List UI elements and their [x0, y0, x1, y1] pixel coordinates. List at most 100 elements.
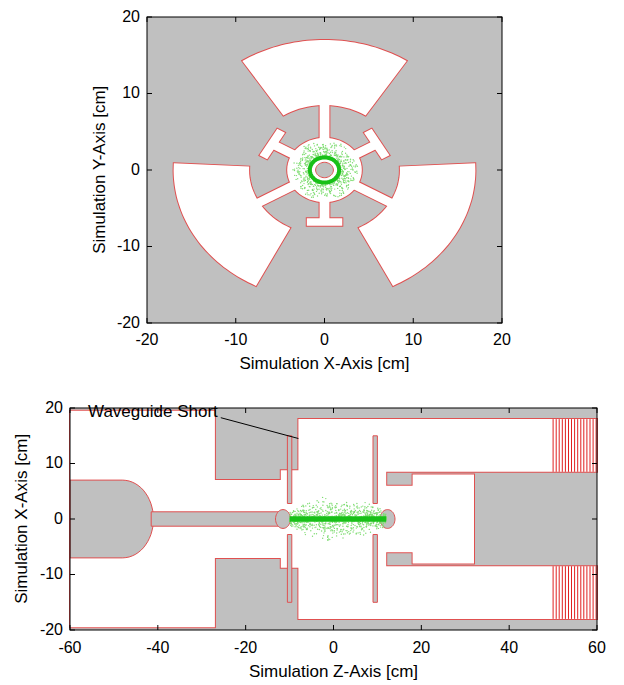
electron-particle: [292, 525, 293, 526]
electron-particle: [369, 504, 370, 505]
electron-particle: [325, 151, 326, 152]
cavity-region: [281, 470, 386, 568]
electron-particle: [294, 175, 295, 176]
electron-particle: [339, 192, 340, 193]
electron-particle: [383, 523, 384, 524]
tick-mark: [324, 318, 325, 323]
electron-particle: [307, 160, 308, 161]
electron-particle: [377, 524, 378, 525]
electron-particle: [341, 178, 342, 179]
electron-particle: [299, 163, 300, 164]
tick-mark: [592, 408, 597, 409]
absorber-hatch: [574, 419, 575, 472]
electron-particle: [307, 190, 308, 191]
electron-particle: [376, 528, 377, 529]
electron-particle: [296, 168, 297, 169]
electron-particle: [383, 522, 384, 523]
electron-particle: [311, 157, 312, 158]
tick-mark: [235, 318, 236, 323]
electron-particle: [304, 168, 305, 169]
tick-label: 20: [412, 639, 430, 657]
tick-mark: [147, 318, 148, 323]
electron-particle: [333, 184, 334, 185]
electron-particle: [359, 526, 360, 527]
tick-mark: [69, 408, 70, 413]
electron-particle: [344, 533, 345, 534]
electron-particle: [316, 505, 317, 506]
electron-particle: [380, 526, 381, 527]
electron-particle: [329, 149, 330, 150]
electron-particle: [350, 180, 351, 181]
electron-particle: [380, 514, 381, 515]
electron-particle: [350, 527, 351, 528]
electron-particle: [343, 166, 344, 167]
electron-particle: [356, 506, 357, 507]
electron-particle: [341, 505, 342, 506]
electron-particle: [346, 186, 347, 187]
electron-particle: [338, 509, 339, 510]
electron-particle: [315, 185, 316, 186]
electron-particle: [297, 169, 298, 170]
electron-particle: [298, 513, 299, 514]
electron-particle: [356, 171, 357, 172]
electron-particle: [319, 508, 320, 509]
electron-particle: [379, 522, 380, 523]
electron-particle: [327, 195, 328, 196]
electron-particle: [341, 193, 342, 194]
electron-particle: [306, 166, 307, 167]
absorber-hatch: [568, 566, 569, 619]
electron-particle: [330, 530, 331, 531]
electron-particle: [294, 168, 295, 169]
electron-particle: [378, 528, 379, 529]
electron-particle: [344, 178, 345, 179]
electron-particle: [330, 154, 331, 155]
electron-particle: [385, 514, 386, 515]
electron-particle: [301, 522, 302, 523]
electron-particle: [353, 159, 354, 160]
electron-particle: [320, 527, 321, 528]
electron-particle: [330, 143, 331, 144]
electron-particle: [344, 510, 345, 511]
electron-particle: [322, 185, 323, 186]
electron-particle: [353, 177, 354, 178]
electron-particle: [342, 154, 343, 155]
electron-particle: [330, 507, 331, 508]
electron-particle: [322, 189, 323, 190]
absorber-hatch: [565, 419, 566, 472]
electron-particle: [326, 528, 327, 529]
tick-mark: [147, 323, 152, 324]
electron-particle: [312, 189, 313, 190]
electron-particle: [340, 186, 341, 187]
electron-particle: [370, 511, 371, 512]
electron-particle: [323, 525, 324, 526]
electron-particle: [313, 154, 314, 155]
electron-particle: [340, 515, 341, 516]
electron-particle: [353, 178, 354, 179]
absorber-hatch: [574, 566, 575, 619]
electron-particle: [334, 530, 335, 531]
electron-particle: [368, 511, 369, 512]
electron-particle: [351, 525, 352, 526]
tick-mark: [333, 625, 334, 630]
electron-particle: [336, 535, 337, 536]
electron-particle: [368, 515, 369, 516]
electron-particle: [341, 512, 342, 513]
metal-background: [70, 408, 597, 630]
electron-particle: [297, 170, 298, 171]
electron-beam-core: [290, 516, 387, 522]
electron-particle: [367, 513, 368, 514]
electron-particle: [304, 163, 305, 164]
electron-particle: [305, 148, 306, 149]
electron-particle: [309, 524, 310, 525]
electron-particle: [329, 512, 330, 513]
electron-particle: [351, 175, 352, 176]
electron-particle: [359, 532, 360, 533]
electron-particle: [318, 185, 319, 186]
electron-particle: [333, 525, 334, 526]
electron-particle: [310, 193, 311, 194]
electron-particle: [330, 191, 331, 192]
electron-particle: [344, 522, 345, 523]
electron-particle: [320, 185, 321, 186]
electron-particle: [329, 513, 330, 514]
electron-particle: [305, 153, 306, 154]
